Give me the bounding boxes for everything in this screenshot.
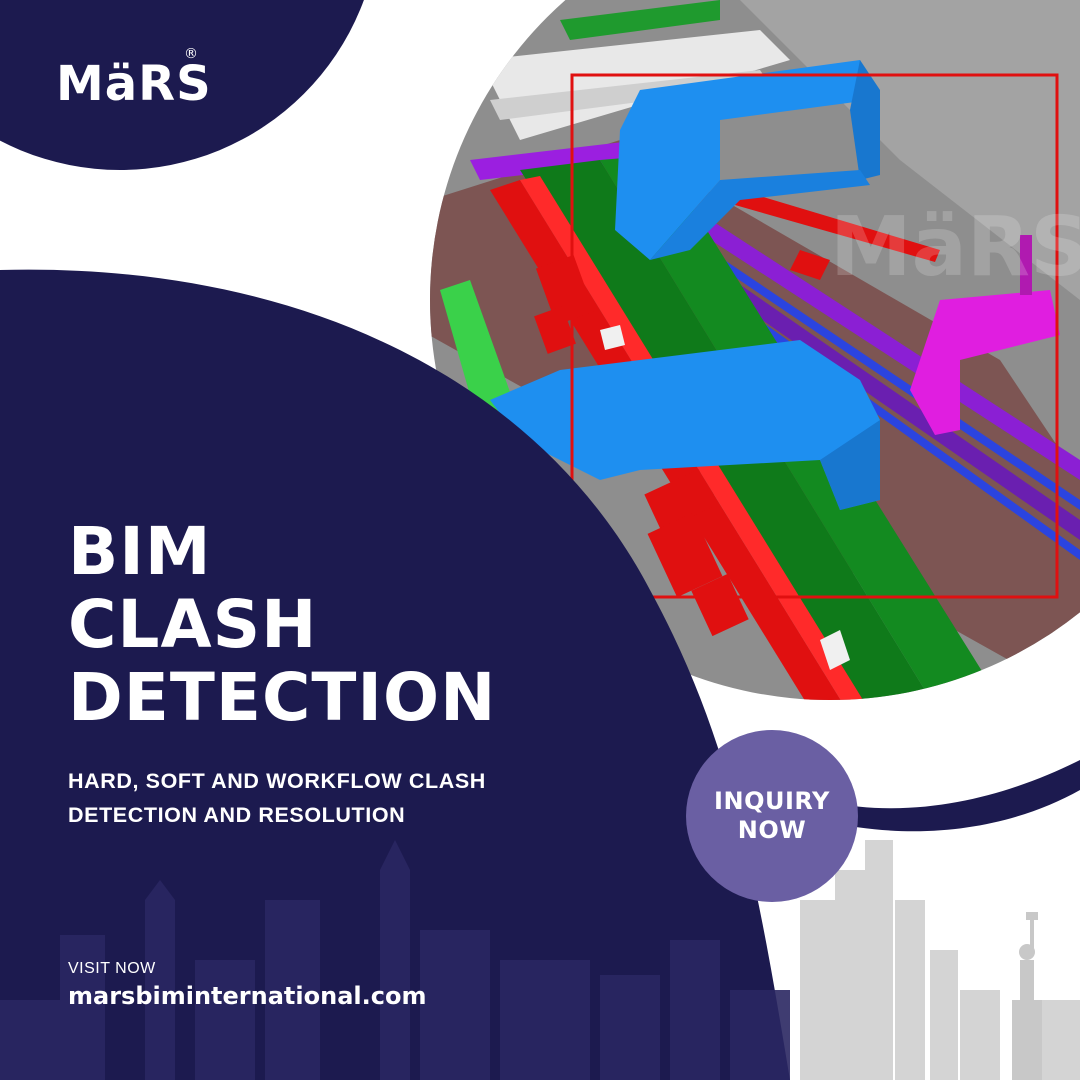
blue-duct-upper — [615, 60, 880, 260]
website-link[interactable]: marsbiminternational.com — [68, 982, 427, 1010]
headline-line: CLASH — [68, 586, 318, 663]
main-navy-panel — [0, 269, 790, 1080]
logo-wordmark: MäRS — [56, 56, 212, 112]
headline: BIM CLASH DETECTION — [68, 515, 588, 734]
inquiry-button-label: NOW — [737, 816, 807, 844]
statue-of-liberty-icon — [1012, 912, 1042, 1080]
registered-mark: ® — [184, 46, 198, 62]
subheadline-line: HARD, SOFT AND WORKFLOW CLASH — [68, 769, 486, 793]
headline-line: DETECTION — [68, 659, 497, 736]
city-skyline-light — [800, 840, 1080, 1080]
brand-logo[interactable]: MäRS ® — [56, 46, 211, 126]
subheadline-line: DETECTION AND RESOLUTION — [68, 803, 406, 827]
city-skyline-icon — [0, 840, 790, 1080]
bim-model-render — [430, 0, 1080, 700]
subheadline: HARD, SOFT AND WORKFLOW CLASH DETECTION … — [68, 764, 548, 832]
top-left-blob — [0, 0, 364, 170]
clash-highlight-box — [570, 73, 1059, 599]
inquiry-button-label: INQUIRY — [714, 787, 830, 815]
visit-now-label: VISIT NOW — [68, 960, 156, 977]
watermark-logo: MäRS — [830, 200, 1080, 295]
headline-line: BIM — [68, 513, 212, 590]
inquiry-now-button[interactable]: INQUIRY NOW — [686, 730, 858, 902]
blue-duct-lower — [490, 340, 880, 510]
